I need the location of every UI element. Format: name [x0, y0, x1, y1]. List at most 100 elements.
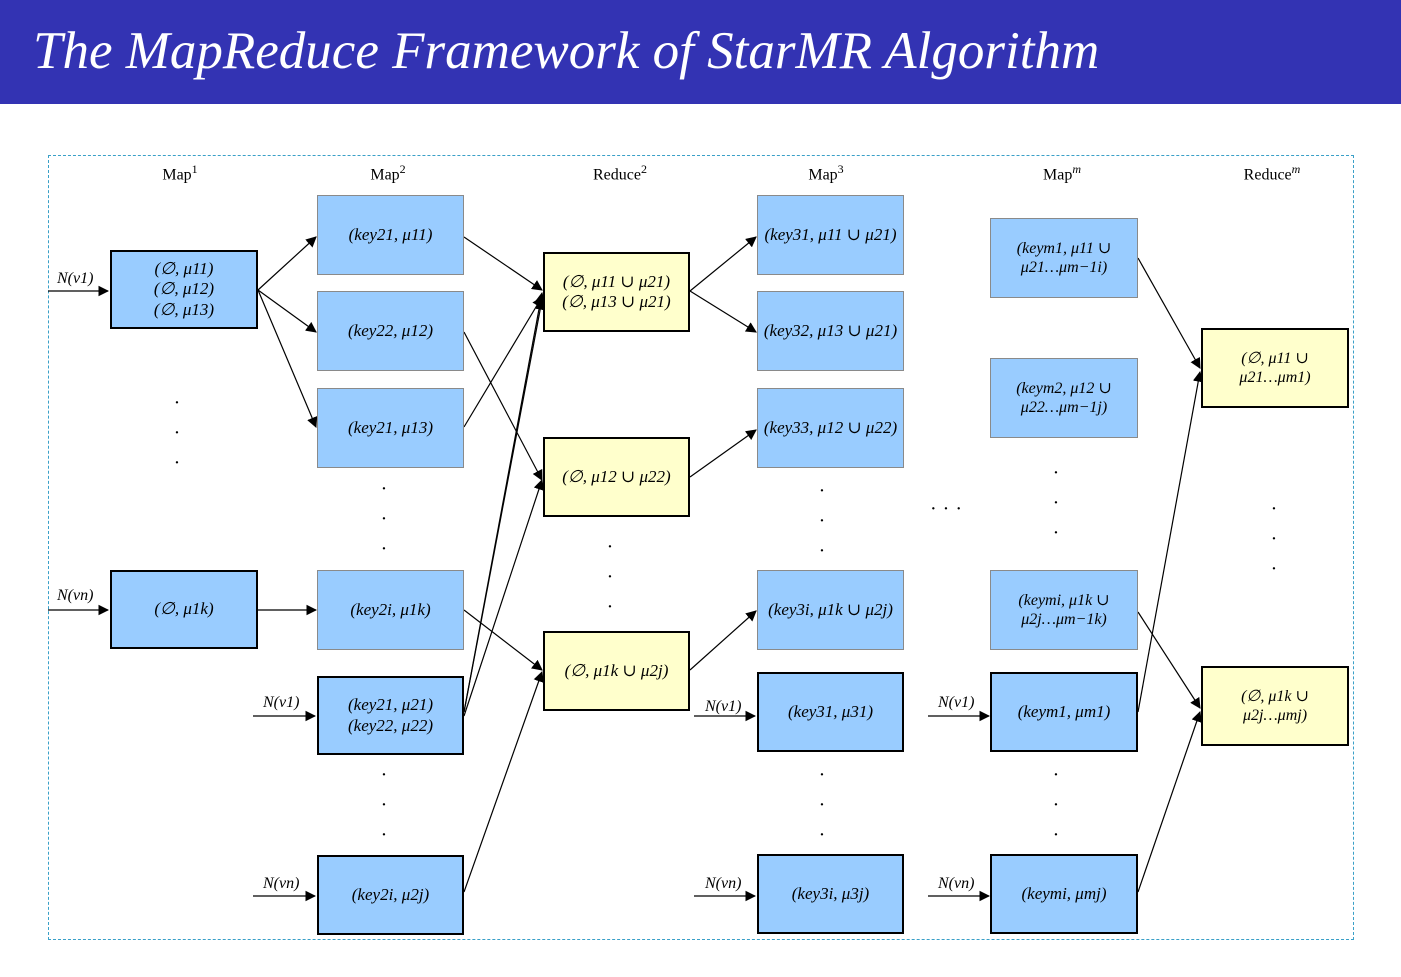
input-label-vn: N(vn) [705, 875, 742, 892]
flow-arrow [1137, 710, 1202, 893]
box-line: (key31, μ31) [788, 701, 873, 721]
box-line: (∅, μ13) [153, 299, 215, 319]
map3-box: (key3i, μ3j) [757, 854, 904, 934]
box-line: μ22…μm−1j) [1020, 399, 1108, 416]
map3-box: (key31, μ31) [757, 672, 904, 752]
map2-box: (key21, μ21) (key22, μ22) [317, 676, 464, 755]
mapm-box: (keymi, μmj) [990, 854, 1138, 934]
box-line: (key2i, μ2j) [351, 884, 430, 904]
reduce2-box: (∅, μ12 ∪ μ22) [543, 437, 690, 517]
flow-arrow [1137, 611, 1201, 709]
flow-arrow [1137, 257, 1201, 369]
map1-box: (∅, μ11) (∅, μ12) (∅, μ13) [110, 250, 258, 329]
box-line: (∅, μ1k ∪ [1241, 687, 1309, 705]
map2-box: (key22, μ12) [317, 291, 464, 371]
box-line: (keym1, μ11 ∪ [1016, 239, 1112, 257]
box-line: (∅, μ12) [153, 279, 215, 299]
box-line: (∅, μ13 ∪ μ21) [562, 292, 671, 311]
box-line: (∅, μ11) [154, 258, 214, 278]
vertical-ellipsis: ··· [380, 478, 388, 560]
flow-arrow [463, 298, 546, 713]
vertical-ellipsis: ··· [1052, 764, 1060, 846]
box-line: (keym1, μm1) [1017, 701, 1111, 721]
flow-arrow [257, 289, 317, 333]
flow-arrow [463, 478, 545, 717]
box-line: (key21, μ11) [348, 224, 433, 244]
box-line: (key3i, μ3j) [791, 883, 870, 903]
flow-arrow [463, 670, 544, 893]
map2-box: (key2i, μ1k) [317, 570, 464, 650]
map3-box: (key33, μ12 ∪ μ22) [757, 388, 904, 468]
vertical-ellipsis: ··· [818, 480, 826, 562]
map2-box: (key21, μ11) [317, 195, 464, 275]
input-label-vn: N(vn) [263, 875, 300, 892]
header-reducem: Reducem [1243, 162, 1301, 184]
flow-arrow [463, 236, 543, 291]
horizontal-ellipsis: ··· [930, 498, 968, 520]
mapm-box: (keym2, μ12 ∪ μ22…μm−1j) [990, 358, 1138, 438]
box-line: (∅, μ1k) [154, 599, 214, 619]
box-line: μ21…μm−1i) [1020, 259, 1108, 276]
page-title: The MapReduce Framework of StarMR Algori… [33, 22, 1100, 80]
map3-box: (key31, μ11 ∪ μ21) [757, 195, 904, 275]
header-map3: Map3 [808, 162, 844, 184]
reduce2-box: (∅, μ1k ∪ μ2j) [543, 631, 690, 711]
input-label-v1: N(v1) [938, 694, 975, 711]
header-map2: Map2 [370, 162, 406, 184]
box-line: μ21…μm1) [1239, 369, 1311, 386]
flow-arrow [463, 609, 543, 671]
mapm-box: (keymi, μ1k ∪ μ2j…μm−1k) [990, 570, 1138, 650]
vertical-ellipsis: ··· [1052, 462, 1060, 544]
box-line: (key32, μ13 ∪ μ21) [763, 320, 898, 340]
box-line: (keymi, μ1k ∪ [1018, 591, 1110, 609]
box-line: (key22, μ22) [348, 715, 433, 735]
box-line: (key22, μ12) [348, 320, 433, 340]
input-label-v1: N(v1) [57, 270, 94, 287]
input-label-v1: N(v1) [705, 698, 742, 715]
box-line: μ2j…μmj) [1242, 707, 1308, 724]
box-line: (key2i, μ1k) [350, 599, 431, 619]
map2-box: (key21, μ13) [317, 388, 464, 468]
input-label-v1: N(v1) [263, 694, 300, 711]
input-label-vn: N(vn) [57, 587, 94, 604]
flow-arrow [463, 296, 543, 428]
header-map1: Map1 [162, 162, 198, 184]
vertical-ellipsis: ··· [606, 536, 614, 618]
map3-box: (key3i, μ1k ∪ μ2j) [757, 570, 904, 650]
box-line: (∅, μ1k ∪ μ2j) [564, 660, 669, 680]
box-line: (key31, μ11 ∪ μ21) [764, 224, 897, 244]
box-line: (key3i, μ1k ∪ μ2j) [768, 599, 893, 619]
vertical-ellipsis: ··· [380, 764, 388, 846]
diagram-frame [48, 155, 1354, 940]
map2-box: (key2i, μ2j) [317, 855, 464, 935]
box-line: (keymi, μmj) [1021, 883, 1107, 903]
box-line: (key21, μ21) [348, 695, 433, 715]
box-line: (keym2, μ12 ∪ [1016, 379, 1112, 397]
reducem-box: (∅, μ11 ∪ μ21…μm1) [1201, 328, 1349, 408]
reducem-box: (∅, μ1k ∪ μ2j…μmj) [1201, 666, 1349, 746]
reduce2-box: (∅, μ11 ∪ μ21) (∅, μ13 ∪ μ21) [543, 252, 690, 332]
input-label-vn: N(vn) [938, 875, 975, 892]
title-bar: The MapReduce Framework of StarMR Algori… [0, 0, 1401, 104]
flow-arrow [689, 610, 757, 671]
box-line: (key21, μ13) [348, 417, 433, 437]
map3-box: (key32, μ13 ∪ μ21) [757, 291, 904, 371]
box-line: (∅, μ12 ∪ μ22) [562, 466, 671, 486]
flow-arrow [689, 290, 757, 333]
vertical-ellipsis: ··· [1270, 498, 1278, 580]
vertical-ellipsis: ··· [818, 764, 826, 846]
box-line: (key33, μ12 ∪ μ22) [763, 417, 898, 437]
box-line: μ2j…μm−1k) [1021, 611, 1107, 628]
box-line: (∅, μ11 ∪ [1241, 349, 1309, 367]
flow-arrow [689, 429, 757, 478]
flow-arrow [1137, 370, 1204, 713]
flow-arrow [463, 331, 543, 481]
header-reduce2: Reduce2 [593, 162, 647, 184]
flow-arrow [257, 236, 317, 291]
mapm-box: (keym1, μm1) [990, 672, 1138, 752]
flow-arrow [689, 236, 757, 292]
box-line: (∅, μ11 ∪ μ21) [562, 271, 671, 291]
flow-arrow [257, 289, 318, 428]
vertical-ellipsis: ··· [173, 392, 181, 474]
